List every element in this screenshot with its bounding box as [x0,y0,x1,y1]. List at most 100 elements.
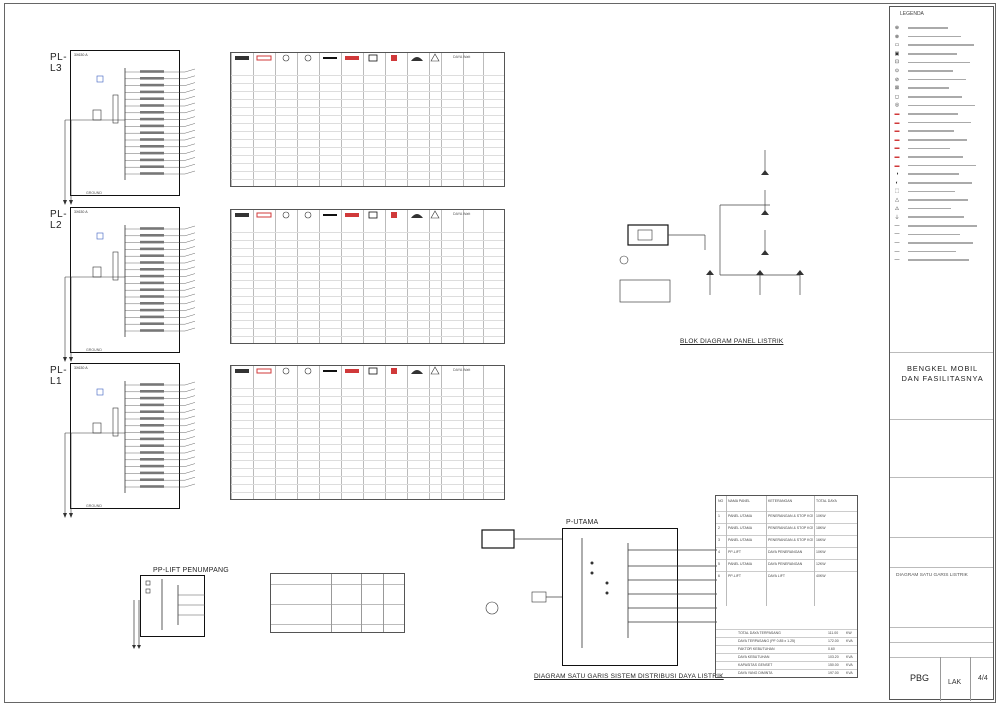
legend-description-line [908,199,968,201]
load-table-header: DAYA Watt [453,212,471,216]
ground-label: GROUND [86,348,102,352]
legend-description-line [908,113,958,115]
legend-description-line [908,53,957,55]
panel-label: PL-L1 [50,365,68,387]
panel-label: PL-L2 [50,209,68,231]
legend-description-line [908,233,960,236]
panel-label: PL-L3 [50,52,68,74]
legend-item: ▬ [890,145,995,151]
incoming-rating: 3X630 A [74,210,88,214]
legend-item: ▬ [890,111,995,117]
p-utama-title: P-UTAMA [566,519,599,526]
load-table-header: DAYA Watt [453,368,471,372]
table-cell: PENERANGAN & STOP KONTAK [768,538,813,542]
table-cell: NAMA PANEL [728,499,751,503]
legend-symbol-icon: ⬚ [894,188,900,195]
table-cell: DAYA PENERANGAN [768,550,803,554]
table-cell: PENERANGAN & STOP KONTAK [768,514,813,518]
legend-description-line [908,259,969,261]
legend-description-line [908,156,963,158]
table-cell: 0.60 [828,647,835,651]
load-table-symbol-row [235,53,440,62]
table-cell: 12KW [816,562,826,566]
table-cell: 10KW [816,550,826,554]
legend-symbol-icon: ▬ [894,119,900,126]
table-cell: KVA [846,639,853,643]
table-cell: NO [718,499,724,503]
drawing-title: DIAGRAM SATU GARIS LISTRIK [896,573,968,578]
title-block: LEGENDA ⊕⊗▭▣⊡⊙⊘⊠◻◎▬▬▬▬▬▬▬◑◐⬚△⚠⏚————— BEN… [889,6,995,701]
single-line-diagram-title: DIAGRAM SATU GARIS SISTEM DISTRIBUSI DAY… [534,673,724,680]
table-cell: DAYA YANG DIMINTA [738,671,773,675]
legend-description-line [908,35,961,38]
sheet-number: 4/4 [978,675,988,682]
pp-lift-load-table [270,573,405,633]
legend-description-line [908,27,948,29]
table-cell: PANEL UTAMA [728,562,753,566]
project-name-line1: BENGKEL MOBIL [907,364,978,373]
table-cell: TOTAL DAYA TERPASANG [738,631,781,635]
incoming-rating: 3X630 A [74,53,88,57]
legend-item: ▭ [890,42,995,48]
load-table-symbol-row [235,210,440,219]
legend-symbol-icon: — [894,240,900,246]
legend-symbol-icon: ▬ [894,154,900,160]
legend-symbol-icon: ▬ [894,136,900,143]
genset-pln-feeders [481,529,562,615]
legend-description-line [908,70,953,72]
legend-symbol-icon: ◐ [895,179,899,186]
legend-item: ▬ [890,137,995,143]
pp-lift-title: PP-LIFT PENUMPANG [153,567,229,574]
load-table-symbol-row [235,366,440,375]
legend-item: ⊙ [890,68,995,74]
legend-description-line [908,147,950,150]
legend-item: ⚠ [890,206,995,212]
legend-description-line [908,87,949,89]
legend-item: ⬚ [890,188,995,194]
p-utama-schematic [581,538,717,648]
legend-item: ▣ [890,51,995,57]
legend-symbol-icon: ⚠ [894,205,900,212]
legend-description-line [908,121,971,124]
legend-item: ◐ [890,180,995,186]
legend-symbol-icon: — [894,257,900,264]
table-cell: KVA [846,671,853,675]
table-cell: PANEL UTAMA [728,514,753,518]
legend-description-line [908,130,954,132]
table-cell: 18KW [816,526,826,530]
legend-symbol-icon: — [894,231,900,238]
drawing-sheet-border [4,3,996,703]
legend-description-line [908,173,959,175]
table-cell: 3 [718,538,720,542]
ground-label: GROUND [86,504,102,508]
legend-item: — [890,240,995,246]
panel-load-table: DAYA Watt [230,52,505,187]
legend-item: ◎ [890,102,995,108]
table-cell: KW [846,631,852,635]
table-cell: 5 [718,562,720,566]
legend-item: ⊗ [890,34,995,40]
table-cell: 4 [718,550,720,554]
block-diagram-title: BLOK DIAGRAM PANEL LISTRIK [680,338,784,345]
legend-symbol-icon: ▣ [894,50,900,57]
table-cell: KVA [846,663,853,667]
legend-description-line [908,216,964,218]
load-table-header: DAYA Watt [453,55,471,59]
legend-description-line [908,44,974,46]
panel-circuit-schematic [63,381,196,518]
legend-item: △ [890,197,995,203]
legend-description-line [908,242,973,244]
table-cell: 150.00 [828,663,839,667]
table-cell: 111.00 [828,631,839,635]
table-cell: 197.00 [828,671,839,675]
panel-circuit-schematic [63,225,196,362]
table-cell: 2 [718,526,720,530]
pp-lift-panel-box [140,575,205,637]
legend-symbol-icon: ⊠ [894,85,900,92]
legend-description-line [908,61,970,64]
project-name-line2: DAN FASILITASNYA [901,374,984,383]
legend-description-line [908,96,962,98]
legend-description-line [908,207,951,210]
legend-description-line [908,225,977,227]
